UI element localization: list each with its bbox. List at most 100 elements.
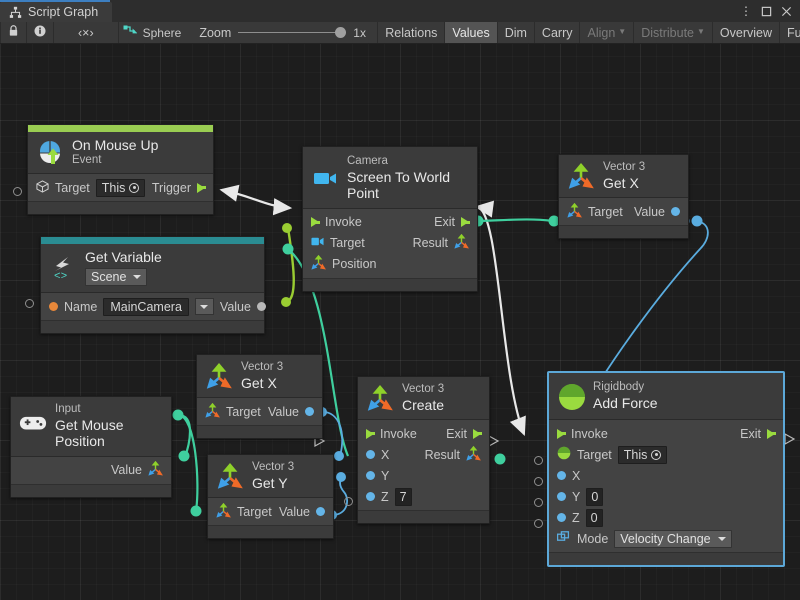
exit-port-group[interactable]: Exit xyxy=(740,427,776,441)
value-port-group[interactable]: Value xyxy=(634,205,680,219)
mode-port-group[interactable]: Mode Velocity Change xyxy=(556,529,732,548)
node-vector3-get-y-left[interactable]: Vector 3 Get Y Target xyxy=(207,454,334,540)
invoke-port-icon[interactable] xyxy=(311,217,320,228)
invoke-port-group[interactable]: Invoke xyxy=(311,215,362,229)
invoke-port-icon[interactable] xyxy=(557,428,566,439)
z-value-field[interactable]: 0 xyxy=(585,508,603,527)
exit-port-group[interactable]: Exit xyxy=(434,215,470,229)
name-port-group[interactable]: Name MainCamera xyxy=(49,297,214,316)
port-bubble-addforce-y[interactable] xyxy=(534,477,543,486)
exit-port-icon[interactable] xyxy=(473,428,482,439)
tab-script-graph[interactable]: Script Graph xyxy=(0,2,113,22)
mode-dropdown[interactable]: Velocity Change xyxy=(614,529,732,548)
port-bubble-name-get-variable[interactable] xyxy=(25,299,34,308)
graph-canvas[interactable]: On Mouse Up Event Target xyxy=(0,44,800,600)
value-port[interactable] xyxy=(256,302,266,312)
z-value-field[interactable]: 7 xyxy=(394,487,412,506)
z-port-group[interactable]: Z 0 xyxy=(557,508,603,527)
value-port-group[interactable]: Value xyxy=(268,405,314,419)
target-value-field[interactable]: This xyxy=(95,178,146,197)
exit-port-icon[interactable] xyxy=(461,217,470,228)
trigger-port-group[interactable]: Trigger xyxy=(152,181,206,195)
node-rigidbody-add-force[interactable]: Rigidbody Add Force Invoke Exit xyxy=(548,372,784,567)
node-on-mouse-up[interactable]: On Mouse Up Event Target xyxy=(27,124,214,216)
port-bubble-addforce-x[interactable] xyxy=(534,456,543,465)
node-get-mouse-position[interactable]: Input Get Mouse Position Value xyxy=(10,396,172,498)
node-vector3-get-x-right[interactable]: Vector 3 Get X Target xyxy=(558,154,689,240)
close-icon[interactable] xyxy=(777,2,795,20)
x-port-group[interactable]: X xyxy=(366,448,389,462)
lock-button[interactable] xyxy=(0,22,27,43)
target-port-group[interactable]: Target xyxy=(205,402,261,421)
exit-port-group[interactable]: Exit xyxy=(446,427,482,441)
target-port-group[interactable]: Target xyxy=(311,236,365,250)
button-align[interactable]: Align ▼ xyxy=(580,22,635,43)
z-port[interactable] xyxy=(557,513,566,523)
value-port[interactable] xyxy=(671,207,680,217)
row-mode: Mode Velocity Change xyxy=(549,528,783,549)
target-port-group[interactable]: Target This xyxy=(557,445,668,464)
button-distribute[interactable]: Distribute ▼ xyxy=(634,22,713,43)
button-carry[interactable]: Carry xyxy=(535,22,581,43)
target-picker-icon[interactable] xyxy=(129,182,140,193)
target-port-group[interactable]: Target xyxy=(567,202,623,221)
y-port-group[interactable]: Y 0 xyxy=(557,487,604,506)
target-picker-icon[interactable] xyxy=(651,449,662,460)
invoke-port-group[interactable]: Invoke xyxy=(557,427,608,441)
port-bubble-addforce-mode[interactable] xyxy=(534,519,543,528)
node-vector3-get-x-left[interactable]: Vector 3 Get X Target xyxy=(196,354,323,440)
node-subtitle: Vector 3 xyxy=(402,383,445,395)
node-get-variable[interactable]: <> Get Variable Scene Name xyxy=(40,236,266,335)
x-port[interactable] xyxy=(366,450,375,460)
button-overview[interactable]: Overview xyxy=(713,22,781,43)
trigger-port-icon[interactable] xyxy=(197,182,206,193)
result-port-group[interactable]: Result xyxy=(413,233,469,252)
port-bubble-addforce-z[interactable] xyxy=(534,498,543,507)
result-label: Result xyxy=(424,447,460,462)
value-port-group[interactable]: Value xyxy=(279,505,325,519)
value-port-group[interactable]: Value xyxy=(220,300,266,314)
mode-label: Mode xyxy=(577,531,609,546)
port-bubble-create-z[interactable] xyxy=(344,497,353,506)
x-port[interactable] xyxy=(557,471,566,481)
name-dropdown-button[interactable] xyxy=(194,298,214,316)
kebab-menu-icon[interactable]: ⋮ xyxy=(740,4,752,18)
scope-dropdown[interactable]: Scene xyxy=(85,267,148,287)
name-value-field[interactable]: MainCamera xyxy=(103,297,189,316)
z-port[interactable] xyxy=(366,492,375,502)
info-button[interactable] xyxy=(27,22,54,43)
value-port[interactable] xyxy=(305,407,314,417)
zoom-slider[interactable] xyxy=(238,27,347,39)
z-port-group[interactable]: Z 7 xyxy=(366,487,412,506)
y-port-group[interactable]: Y xyxy=(366,469,389,483)
target-port-group[interactable]: Target This xyxy=(36,178,146,197)
result-port-group[interactable]: Result xyxy=(424,445,481,464)
y-port[interactable] xyxy=(557,492,566,502)
x-port-group[interactable]: X xyxy=(557,469,580,483)
value-port-group[interactable]: Value xyxy=(111,460,163,479)
exit-port-icon[interactable] xyxy=(767,428,776,439)
invoke-port-icon[interactable] xyxy=(366,428,375,439)
value-port[interactable] xyxy=(316,507,325,517)
target-value-field[interactable]: This xyxy=(617,445,668,464)
edge-trigger-to-invoke xyxy=(219,184,293,216)
zoom-slider-knob[interactable] xyxy=(335,27,347,38)
maximize-icon[interactable] xyxy=(757,2,775,20)
name-label: Name xyxy=(64,299,98,314)
target-port-group[interactable]: Target xyxy=(216,502,272,521)
button-align-label: Align xyxy=(587,25,616,40)
node-screen-to-world-point[interactable]: Camera Screen To World Point Invoke Exit xyxy=(302,146,478,292)
y-value-field[interactable]: 0 xyxy=(586,487,604,506)
y-port[interactable] xyxy=(366,471,375,481)
button-relations[interactable]: Relations xyxy=(377,22,446,43)
invoke-port-group[interactable]: Invoke xyxy=(366,427,417,441)
port-bubble-target-on-mouse-up[interactable] xyxy=(13,187,22,196)
button-full-screen[interactable]: Full Screen xyxy=(780,22,800,43)
position-port-group[interactable]: Position xyxy=(311,254,376,273)
node-vector3-create[interactable]: Vector 3 Create Invoke Exit xyxy=(357,376,490,525)
name-port[interactable] xyxy=(49,302,58,312)
code-view-button[interactable]: ‹×› xyxy=(54,22,119,43)
button-dim[interactable]: Dim xyxy=(498,22,535,43)
button-values[interactable]: Values xyxy=(445,22,498,43)
graph-object[interactable]: Sphere xyxy=(119,22,192,43)
